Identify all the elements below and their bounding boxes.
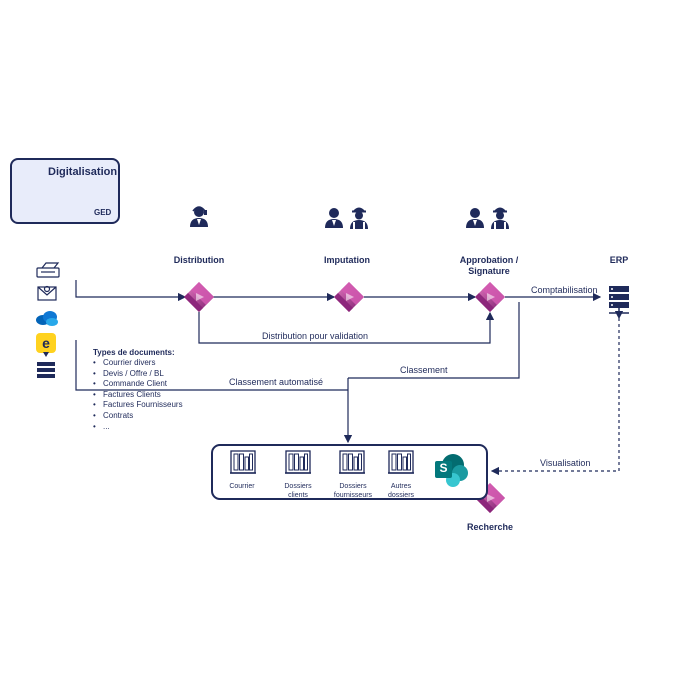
construction-worker-icon — [350, 207, 368, 229]
svg-text:e: e — [42, 335, 50, 351]
powerapps-icon — [334, 282, 364, 312]
list-item: Factures Fournisseurs — [93, 400, 183, 411]
list-item: Commande Client — [93, 379, 183, 390]
connectors — [75, 280, 624, 476]
archive-shelf-icon — [387, 450, 415, 474]
flow-visualisation — [490, 310, 624, 476]
visualisation-label: Visualisation — [540, 458, 591, 468]
stage-signature-label: Signature — [468, 266, 510, 276]
powerapps-icon — [475, 282, 505, 312]
sharepoint-letter: S — [439, 461, 448, 475]
erp-server-icon — [609, 286, 629, 314]
doc-types-title: Types de documents: — [93, 348, 175, 357]
classement-auto-label: Classement automatisé — [229, 377, 324, 387]
digitalisation-box — [10, 158, 120, 224]
list-item: Contrats — [93, 411, 183, 422]
doc-types-list: Courrier divers Devis / Offre / BL Comma… — [93, 358, 183, 432]
list-item: Factures Clients — [93, 390, 183, 401]
construction-worker-icon — [491, 207, 509, 229]
email-icon — [37, 285, 57, 301]
flow-classement-auto — [75, 340, 348, 391]
onedrive-icon — [36, 311, 58, 326]
stage-erp-label: ERP — [609, 255, 629, 265]
archive-shelf-icon — [229, 450, 257, 474]
folder-courrier-label: Courrier — [229, 483, 255, 490]
office-worker-icon — [325, 208, 343, 228]
stage-recherche-label: Recherche — [466, 522, 514, 532]
classement-label: Classement — [400, 365, 448, 375]
list-item: ... — [93, 422, 183, 433]
folder-dossiers-clients-label: Dossiers clients — [284, 483, 312, 499]
call-agent-icon — [190, 206, 208, 227]
powerapps-icon — [184, 282, 214, 312]
office-worker-icon — [466, 208, 484, 228]
list-item: Devis / Offre / BL — [93, 369, 183, 380]
digitalisation-title: Digitalisation — [48, 166, 118, 178]
folder-dossiers-fournisseurs-label: Dossiers fournisseurs — [333, 483, 373, 499]
flow-distribution-validation — [198, 311, 495, 344]
sharepoint-icon — [435, 454, 468, 487]
server-icon — [37, 362, 55, 378]
ged-label: GED — [94, 208, 112, 217]
stage-imputation-label: Imputation — [324, 255, 370, 265]
archive-shelf-icon — [338, 450, 366, 474]
stage-distribution-label: Distribution — [173, 255, 225, 265]
flow-sources-to-distribution — [75, 280, 187, 302]
archive-shelf-icon — [284, 450, 312, 474]
distribution-validation-label: Distribution pour validation — [262, 331, 369, 341]
stage-approbation-label: Approbation / — [459, 255, 519, 265]
list-item: Courrier divers — [93, 358, 183, 369]
comptabilisation-label: Comptabilisation — [531, 285, 598, 295]
e-invoice-icon: e — [36, 333, 56, 357]
folder-autres-dossiers-label: Autres dossiers — [387, 483, 415, 499]
scanner-icon — [36, 262, 60, 278]
